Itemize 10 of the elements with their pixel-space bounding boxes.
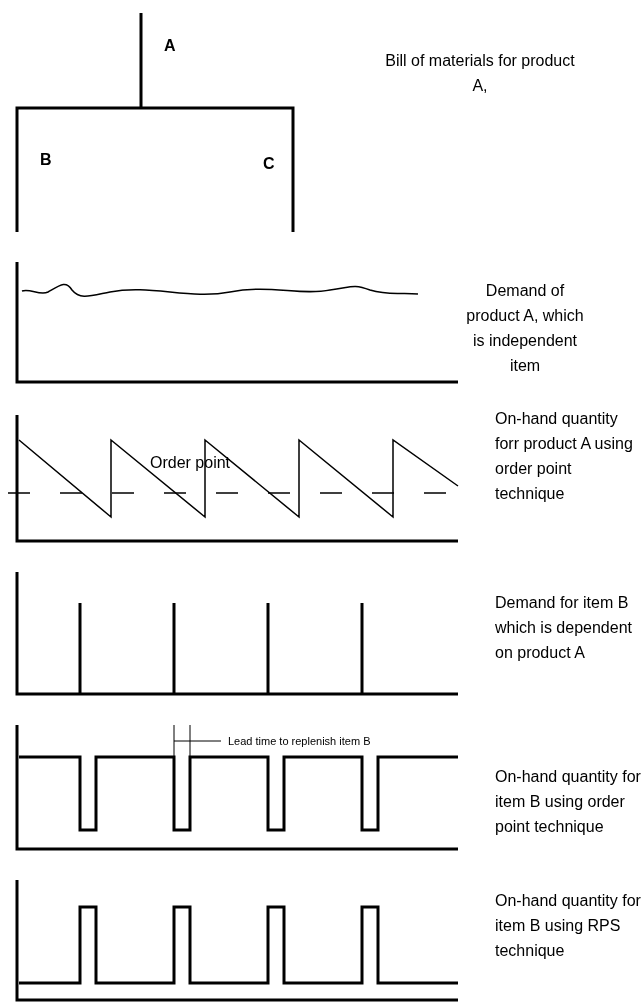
caption-text: Demand for item B which is dependent on product A (495, 593, 633, 663)
annotation-text: Lead time to replenish item B (228, 734, 372, 749)
caption-text: Demand of product A, which is independent item (465, 281, 585, 376)
part-letter: B (40, 150, 53, 170)
caption-text: On-hand quantity forr product A using order point technique (495, 409, 634, 504)
part-letter: C (263, 154, 276, 174)
caption-text: Bill of materials for product A, (384, 51, 576, 96)
caption-text: On-hand quantity for item B using order point technique (495, 767, 641, 837)
part-letter: A (164, 36, 177, 56)
caption-text: On-hand quantity for item B using RPS technique (495, 891, 641, 961)
